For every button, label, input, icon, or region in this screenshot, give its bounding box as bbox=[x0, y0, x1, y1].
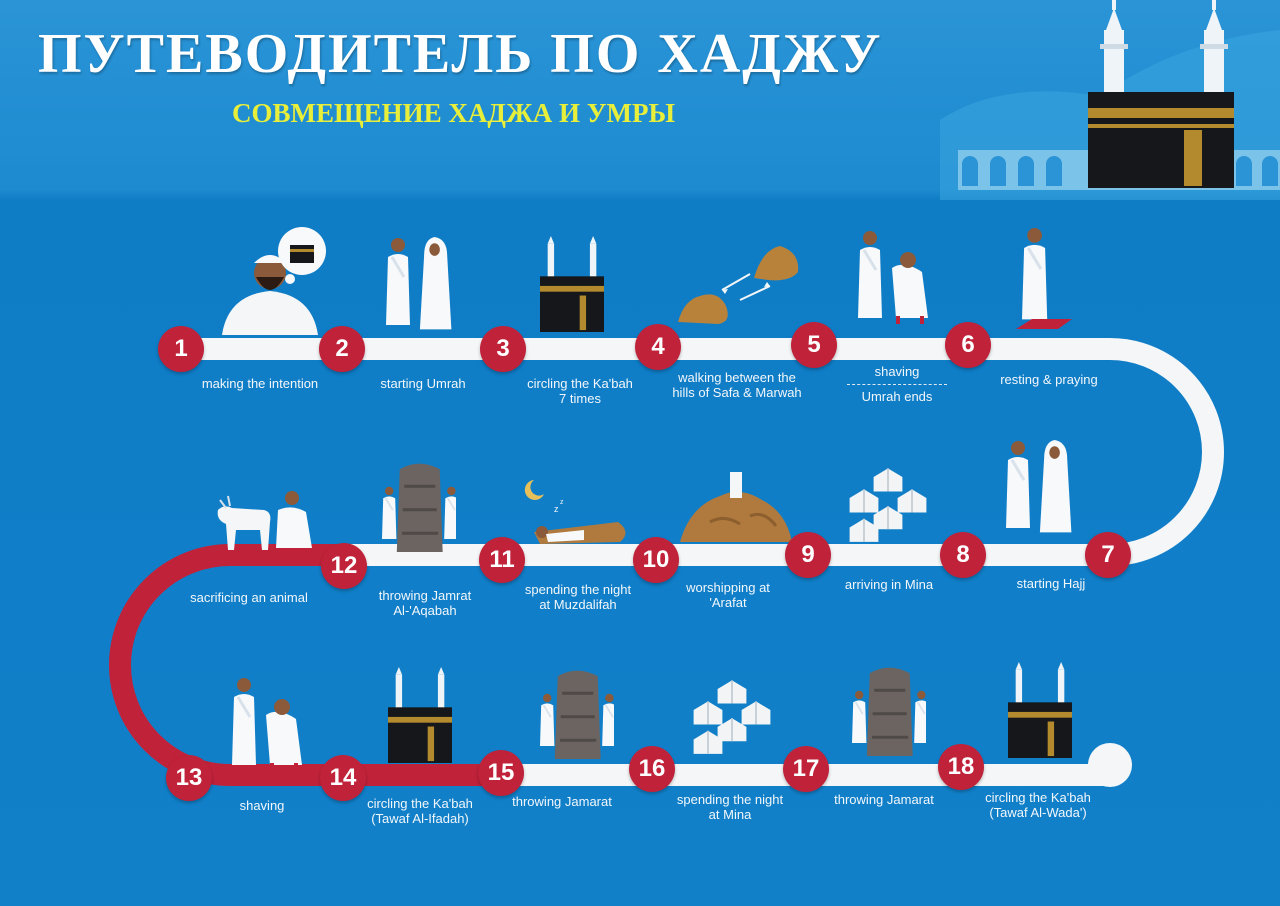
jamarat-pillar-icon bbox=[852, 662, 929, 761]
step-marker-18: 18 bbox=[938, 744, 984, 790]
pilgrim-thinking-of-kaaba-icon bbox=[218, 225, 338, 340]
route-end-marker bbox=[1088, 743, 1132, 787]
mount-arafat-icon bbox=[680, 466, 792, 549]
step-label-2: starting Umrah bbox=[380, 376, 466, 391]
step-label-14: circling the Ka'bah(Tawaf Al-Ifadah) bbox=[367, 796, 473, 826]
umrah-path-segment bbox=[169, 338, 1224, 566]
step-marker-1: 1 bbox=[158, 326, 204, 372]
safa-marwah-hills-icon bbox=[678, 244, 802, 331]
kaaba-icon bbox=[540, 236, 604, 337]
kaaba-icon bbox=[1088, 92, 1234, 188]
step-marker-15: 15 bbox=[478, 750, 524, 796]
step-label-6: resting & praying bbox=[1000, 372, 1098, 387]
step-marker-10: 10 bbox=[633, 537, 679, 583]
step-marker-14: 14 bbox=[320, 755, 366, 801]
step-marker-17: 17 bbox=[783, 746, 829, 792]
step-label-13: shaving bbox=[239, 798, 285, 813]
step-marker-6: 6 bbox=[945, 322, 991, 368]
kaaba-icon bbox=[388, 667, 452, 768]
step-marker-16: 16 bbox=[629, 746, 675, 792]
step-marker-2: 2 bbox=[319, 326, 365, 372]
barber-shaving-pilgrim-icon bbox=[856, 228, 936, 329]
page-subtitle: СОВМЕЩЕНИЕ ХАДЖА И УМРЫ bbox=[232, 98, 675, 128]
kaaba-icon bbox=[1008, 662, 1072, 763]
minaret-icon bbox=[1100, 0, 1128, 94]
step-marker-8: 8 bbox=[940, 532, 986, 578]
haram-skyline bbox=[940, 0, 1280, 200]
pilgrim-with-goat-icon bbox=[214, 490, 318, 559]
minaret-icon bbox=[1200, 0, 1228, 94]
pilgrims-in-ihram-icon bbox=[384, 233, 456, 338]
barber-shaving-pilgrim-icon bbox=[230, 675, 310, 776]
step-marker-13: 13 bbox=[166, 755, 212, 801]
step-label-9: worshipping at'Arafat bbox=[686, 580, 770, 610]
step-marker-9: 9 bbox=[785, 532, 831, 578]
step-marker-4: 4 bbox=[635, 324, 681, 370]
step-marker-11: 11 bbox=[479, 537, 525, 583]
umrah-ends-label: Umrah ends bbox=[861, 389, 933, 404]
page-title: ПУТЕВОДИТЕЛЬ ПО ХАДЖУ bbox=[38, 23, 883, 85]
step-marker-12: 12 bbox=[321, 543, 367, 589]
jamarat-pillar-icon bbox=[540, 665, 617, 764]
pilgrim-with-prayer-mat-icon bbox=[1012, 225, 1076, 336]
step-marker-3: 3 bbox=[480, 326, 526, 372]
mina-tents-icon bbox=[684, 672, 780, 761]
step-label-1: making the intention bbox=[201, 376, 319, 391]
step-marker-7: 7 bbox=[1085, 532, 1131, 578]
svg-text:z: z bbox=[554, 504, 559, 514]
step-marker-5: 5 bbox=[791, 322, 837, 368]
step-label-17: throwing Jamarat bbox=[834, 792, 934, 807]
svg-text:z: z bbox=[560, 499, 564, 506]
pilgrims-in-ihram-icon bbox=[1004, 436, 1076, 541]
step-label-7: starting Hajj bbox=[1016, 576, 1086, 591]
step-label-15: throwing Jamarat bbox=[512, 794, 612, 809]
umrah-end-divider bbox=[847, 384, 947, 385]
mina-tents-icon bbox=[840, 460, 936, 549]
step-label-12: sacrificing an animal bbox=[190, 590, 308, 605]
jamarat-pillar-icon bbox=[382, 458, 459, 557]
step-label-18: circling the Ka'bah(Tawaf Al-Wada') bbox=[985, 790, 1091, 820]
step-label-8: arriving in Mina bbox=[844, 577, 934, 592]
